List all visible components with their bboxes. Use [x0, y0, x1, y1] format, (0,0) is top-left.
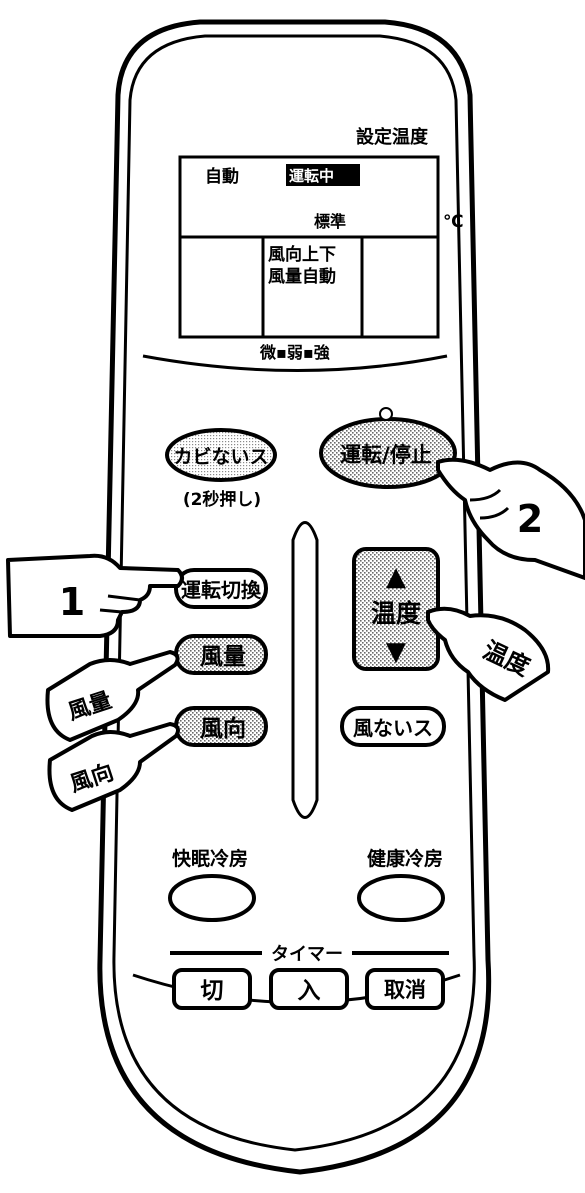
- health-cool-label: 健康冷房: [367, 847, 443, 870]
- fan-amount-button[interactable]: 風量: [174, 634, 268, 675]
- hand-callout-2: 2: [436, 457, 585, 580]
- timer-section: タイマー: [170, 944, 449, 965]
- fan-direction-button[interactable]: 風向: [174, 706, 268, 747]
- celsius-unit: ℃: [443, 212, 464, 232]
- timer-on-button[interactable]: 入: [269, 968, 349, 1010]
- mode-switch-label: 運転切換: [181, 578, 262, 602]
- sleep-cool-label: 快眠冷房: [172, 847, 248, 870]
- hand-callout-1: 1: [6, 553, 184, 638]
- center-slot: [291, 521, 319, 819]
- running-badge-bg: [286, 164, 360, 186]
- timer-off-button[interactable]: 切: [172, 968, 252, 1010]
- run-stop-button[interactable]: 運転/停止: [319, 407, 457, 489]
- timer-label: タイマー: [271, 944, 343, 965]
- timer-cancel-button[interactable]: 取消: [365, 968, 445, 1010]
- run-stop-label: 運転/停止: [340, 443, 432, 467]
- temp-up-icon[interactable]: ▲: [386, 562, 406, 592]
- lcd-frame: [178, 155, 440, 339]
- fan-amount-label: 風量: [200, 644, 246, 670]
- lcd-display: 設定温度 自動 運転中 ℃ 標準 風向上下 風量自動 微▪弱▪強: [178, 126, 464, 362]
- swing-line-1: 風向上下: [268, 244, 336, 265]
- step-2-number: 2: [517, 497, 543, 541]
- sleep-cool-button[interactable]: [168, 874, 256, 922]
- hand-callout-fan-amount: 風量: [45, 650, 180, 742]
- mode-text: 自動: [205, 166, 239, 187]
- kazenaisu-label: 風ないス: [353, 716, 433, 740]
- kabinaisu-note: (2秒押し): [183, 489, 261, 510]
- timer-cancel-label: 取消: [384, 978, 426, 1002]
- hand-callout-temperature: 温度: [426, 606, 551, 702]
- timer-on-label: 入: [298, 978, 321, 1004]
- timer-off-label: 切: [201, 978, 224, 1004]
- temp-label: 温度: [371, 599, 421, 628]
- health-cool-button[interactable]: [357, 874, 445, 922]
- kabinaisu-label: カビないス: [173, 446, 268, 468]
- swing-line-2: 風量自動: [268, 266, 336, 287]
- temp-down-icon[interactable]: ▼: [386, 637, 406, 667]
- fan-scale: 微▪弱▪強: [259, 343, 330, 362]
- temperature-button[interactable]: ▲ 温度 ▼: [352, 547, 440, 671]
- mode-switch-button[interactable]: 運転切換: [174, 568, 268, 609]
- hand-callout-fan-direction: 風向: [47, 722, 180, 812]
- indicator-lamp: [379, 407, 393, 421]
- fan-direction-label: 風向: [200, 715, 246, 742]
- kabinaisu-button[interactable]: カビないス: [165, 428, 277, 482]
- kazenaisu-button[interactable]: 風ないス: [340, 706, 446, 747]
- level-text: 標準: [314, 212, 346, 231]
- running-badge: 運転中: [289, 167, 334, 185]
- step-1-number: 1: [59, 580, 85, 624]
- setting-temp-label: 設定温度: [356, 126, 429, 148]
